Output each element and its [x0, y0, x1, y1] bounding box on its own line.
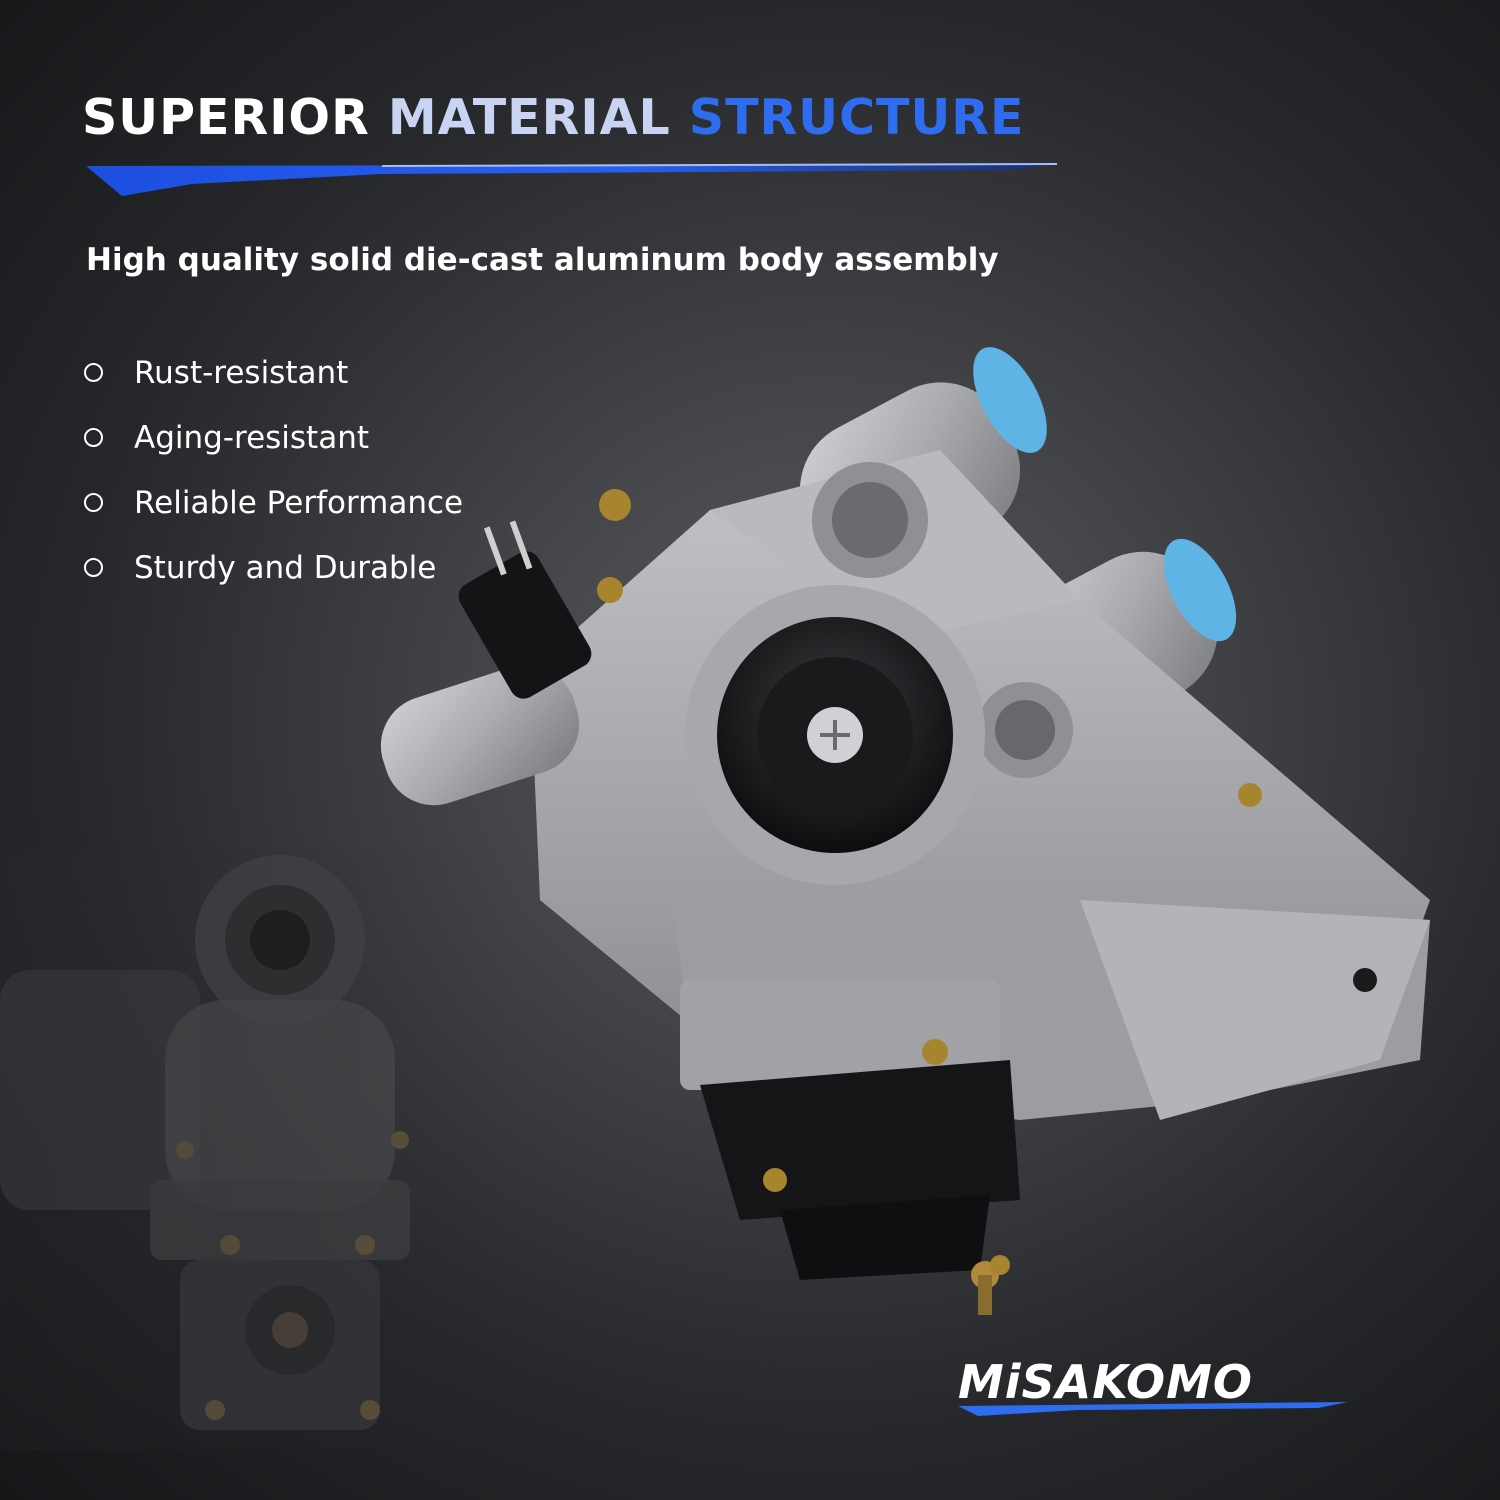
- feature-item: Rust-resistant: [84, 340, 463, 405]
- subtitle: High quality solid die-cast aluminum bod…: [86, 242, 999, 278]
- valve-rear-view-ghost-image: [0, 850, 520, 1450]
- feature-list: Rust-resistant Aging-resistant Reliable …: [84, 340, 463, 600]
- feature-text: Sturdy and Durable: [134, 549, 437, 586]
- circle-bullet-icon: [84, 428, 103, 447]
- circle-bullet-icon: [84, 363, 103, 382]
- abs-valve-product-image: [380, 347, 1430, 1315]
- headline-word-structure: STRUCTURE: [688, 89, 1025, 146]
- headline-word-superior: SUPERIOR: [82, 89, 370, 146]
- feature-text: Reliable Performance: [134, 484, 464, 521]
- headline: SUPERIOR MATERIAL STRUCTURE: [82, 88, 1024, 148]
- feature-text: Rust-resistant: [134, 354, 349, 391]
- brand-logo-text: MiSAKOMO: [958, 1355, 1253, 1409]
- circle-bullet-icon: [84, 493, 103, 512]
- feature-item: Reliable Performance: [84, 470, 463, 535]
- misakomo-logo: MiSAKOMO: [958, 1356, 1358, 1418]
- feature-item: Sturdy and Durable: [84, 535, 463, 600]
- circle-bullet-icon: [84, 558, 103, 577]
- headline-word-material: MATERIAL: [387, 89, 671, 146]
- feature-item: Aging-resistant: [84, 405, 463, 470]
- headline-underline-swoosh: [86, 163, 1057, 196]
- logo-underline-swoosh: [958, 1402, 1348, 1416]
- feature-text: Aging-resistant: [134, 419, 370, 456]
